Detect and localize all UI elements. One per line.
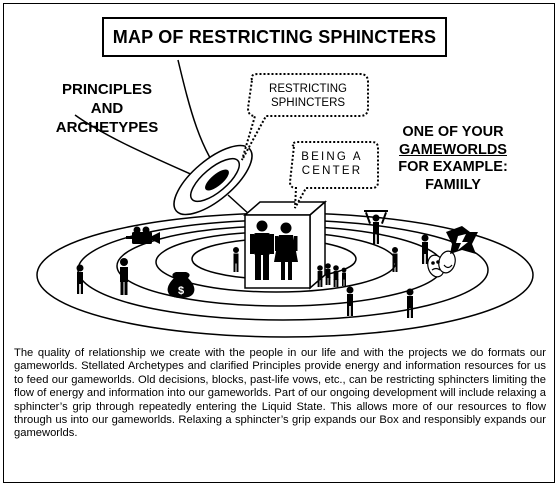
principles-line-3: ARCHETYPES (55, 119, 159, 136)
lightning-icon (446, 226, 478, 254)
caption-text: The quality of relationship we create wi… (14, 347, 546, 440)
being-a-center-bubble-text: BEING A CENTER (292, 150, 372, 178)
gameworld-label: ONE OF YOUR GAMEWORLDS FOR EXAMPLE: FAMI… (383, 124, 523, 194)
principles-line-2: AND (90, 100, 124, 117)
principles-archetypes-label: PRINCIPLES AND ARCHETYPES (48, 80, 166, 137)
gameworld-line-4: FAMIILY (425, 176, 481, 193)
speech-bubble-restricting (241, 73, 369, 161)
page-title: MAP OF RESTRICTING SPHINCTERS (102, 17, 447, 57)
restricting-sphincters-bubble-text: RESTRICTING SPHINCTERS (250, 82, 366, 110)
bubble2-line-2: CENTER (301, 165, 363, 177)
person-icon (76, 210, 429, 318)
speech-bubble-center (288, 141, 379, 209)
money-bag-icon: $ (167, 272, 195, 298)
theater-masks-icon (427, 250, 456, 278)
bubble1-line-1: RESTRICTING (269, 83, 347, 95)
principles-line-1: PRINCIPLES (61, 81, 152, 98)
bubble1-line-2: SPHINCTERS (270, 97, 346, 109)
family-icon (317, 263, 347, 287)
gameworld-line-3: FOR EXAMPLE: (398, 159, 508, 175)
ring-icon (74, 59, 253, 216)
gameworld-line-2: GAMEWORLDS (399, 141, 507, 158)
gameworld-line-1: ONE OF YOUR (402, 124, 504, 140)
video-camera-icon (126, 226, 160, 244)
svg-text:$: $ (178, 285, 184, 297)
bubble2-line-1: BEING A (301, 151, 363, 163)
family-icon (250, 220, 298, 280)
